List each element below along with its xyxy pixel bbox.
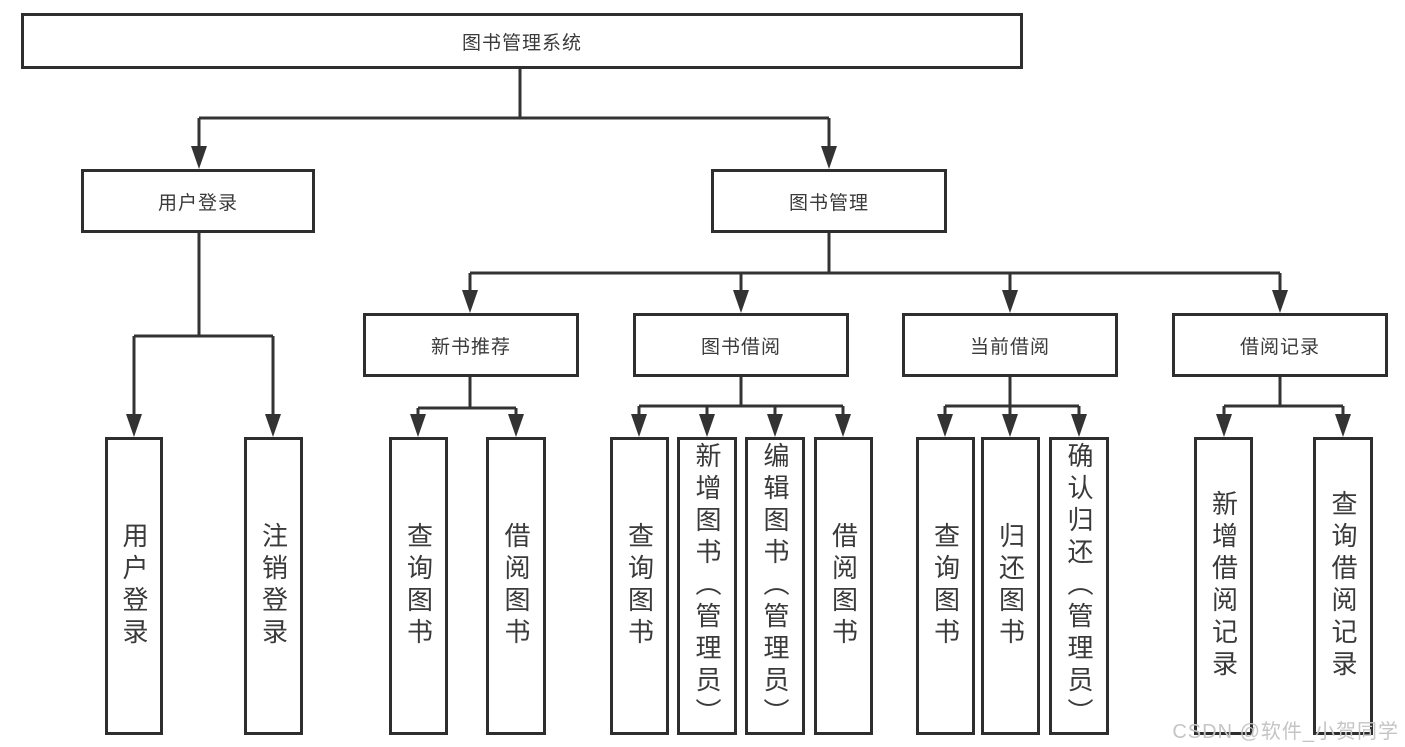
- leaf-label: 新增图书（管理员）: [692, 442, 722, 730]
- arrowhead: [1272, 290, 1288, 313]
- arrowhead: [462, 290, 478, 313]
- leaf-add-books-admin: 新增图书（管理员）: [677, 437, 737, 735]
- node-label: 用户登录: [157, 192, 238, 214]
- leaf-label: 借阅图书: [501, 522, 531, 650]
- arrowhead: [835, 414, 851, 437]
- leaf-label: 用户登录: [119, 522, 149, 650]
- connector-borrowrecord-to-leaves: [1222, 377, 1345, 416]
- connector-root-to-level2: [197, 69, 831, 150]
- leaf-borrow-books: 借阅图书: [814, 437, 873, 735]
- arrowhead: [1002, 414, 1018, 437]
- node-label: 图书借阅: [700, 336, 781, 358]
- node-label: 图书管理: [788, 192, 869, 214]
- leaf-label: 查询图书: [624, 522, 655, 650]
- arrowhead: [821, 146, 837, 169]
- arrowhead: [1071, 414, 1087, 437]
- leaf-confirm-return-admin: 确认归还（管理员）: [1049, 437, 1109, 735]
- arrowhead: [631, 414, 647, 437]
- leaf-label: 注销登录: [258, 522, 289, 650]
- node-borrowing-records: 借阅记录: [1172, 313, 1388, 377]
- arrowhead: [733, 290, 749, 313]
- node-user-login: 用户登录: [81, 169, 315, 233]
- csdn-watermark: CSDN @软件_小贺同学: [1172, 721, 1399, 743]
- leaf-query-books: 查询图书: [389, 437, 448, 735]
- leaf-borrow-books: 借阅图书: [486, 437, 546, 735]
- node-label: 图书管理系统: [461, 32, 582, 54]
- node-label: 当前借阅: [969, 336, 1050, 358]
- leaf-label: 归还图书: [995, 522, 1026, 650]
- leaf-label: 查询图书: [930, 522, 961, 650]
- leaf-label: 确认归还（管理员）: [1064, 442, 1094, 730]
- leaf-label: 借阅图书: [828, 522, 859, 650]
- leaf-user-login: 用户登录: [105, 437, 163, 735]
- arrowhead: [508, 414, 524, 437]
- node-label: 新书推荐: [430, 336, 511, 358]
- connector-bookborrow-to-leaves: [637, 377, 845, 416]
- node-label: 借阅记录: [1239, 336, 1320, 358]
- node-new-book-recommendation: 新书推荐: [363, 313, 579, 377]
- connector-newbookrec-to-leaves: [416, 377, 518, 416]
- arrowhead: [767, 414, 783, 437]
- arrowhead: [699, 414, 715, 437]
- arrowhead: [191, 146, 207, 169]
- arrowhead: [1216, 414, 1232, 437]
- node-root-system: 图书管理系统: [21, 13, 1023, 69]
- arrowhead: [937, 414, 953, 437]
- node-book-borrowing: 图书借阅: [633, 313, 849, 377]
- connector-userlogin-to-leaves: [132, 232, 275, 416]
- leaf-add-borrow-record: 新增借阅记录: [1194, 437, 1253, 735]
- leaf-return-books: 归还图书: [981, 437, 1040, 735]
- leaf-logout: 注销登录: [244, 437, 303, 735]
- leaf-label: 查询图书: [403, 522, 434, 650]
- node-book-management: 图书管理: [711, 169, 947, 233]
- arrowhead: [265, 414, 281, 437]
- arrowhead: [126, 414, 142, 437]
- node-current-borrowing: 当前借阅: [902, 313, 1118, 377]
- leaf-query-books: 查询图书: [916, 437, 975, 735]
- leaf-label: 编辑图书（管理员）: [760, 442, 790, 730]
- leaf-edit-books-admin: 编辑图书（管理员）: [745, 437, 805, 735]
- leaf-query-borrow-record: 查询借阅记录: [1313, 437, 1373, 735]
- arrowhead: [1335, 414, 1351, 437]
- connector-currentborrow-to-leaves: [943, 377, 1081, 416]
- connector-bookmgmt-to-level3: [468, 232, 1282, 292]
- leaf-label: 新增借阅记录: [1208, 490, 1239, 682]
- leaf-query-books: 查询图书: [610, 437, 669, 735]
- leaf-label: 查询借阅记录: [1328, 490, 1358, 682]
- arrowhead: [1002, 290, 1018, 313]
- arrowhead: [410, 414, 426, 437]
